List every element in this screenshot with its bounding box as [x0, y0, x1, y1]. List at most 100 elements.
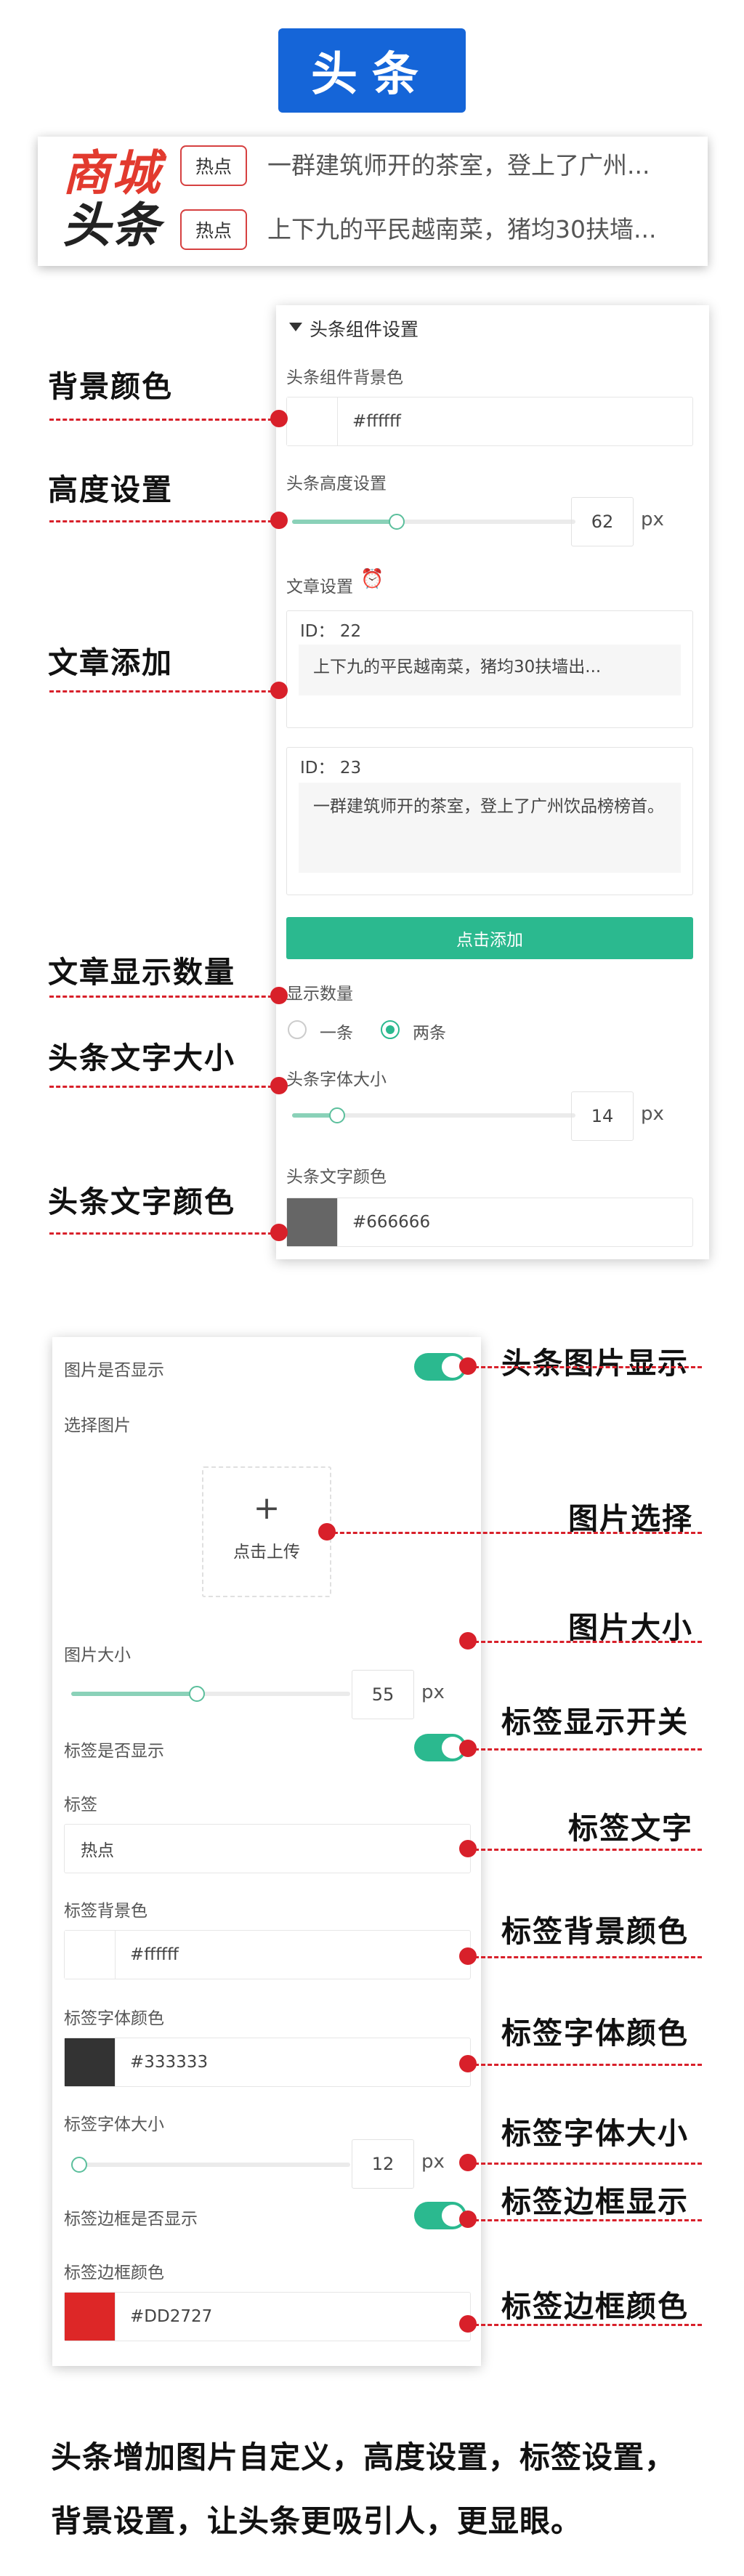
- font-size-input[interactable]: 14: [571, 1091, 634, 1141]
- annotation-dot: [270, 410, 288, 427]
- color-swatch[interactable]: [65, 1931, 116, 1979]
- slider-thumb[interactable]: [389, 514, 405, 530]
- annotation-label: 标签字体颜色: [501, 2016, 689, 2051]
- annotation-dot: [270, 682, 288, 699]
- hot-tag: 热点: [180, 209, 247, 250]
- annotation-label: 标签字体大小: [501, 2116, 689, 2151]
- radio-one[interactable]: [288, 1020, 307, 1039]
- annotation-line: [468, 1748, 702, 1751]
- annotation-line: [468, 1956, 702, 1958]
- image-select-label: 选择图片: [64, 1416, 131, 1435]
- annotation-label: 图片选择: [568, 1501, 693, 1536]
- annotation-line: [468, 2219, 702, 2221]
- caret-down-icon[interactable]: [289, 323, 302, 331]
- annotation-label: 标签文字: [568, 1811, 693, 1846]
- plus-icon: +: [253, 1490, 280, 1527]
- section-title[interactable]: 头条组件设置: [310, 319, 419, 340]
- tag-font-color-label: 标签字体颜色: [64, 2009, 164, 2028]
- article-id-label: ID：: [300, 622, 335, 641]
- annotation-line: [49, 1086, 279, 1088]
- height-label: 头条高度设置: [286, 475, 387, 493]
- annotation-line: [49, 996, 279, 998]
- tag-text-input[interactable]: 热点: [64, 1824, 471, 1873]
- annotation-dot: [270, 512, 288, 529]
- image-size-label: 图片大小: [64, 1646, 131, 1665]
- radio-two-label[interactable]: 两条: [413, 1024, 446, 1043]
- annotation-label: 标签背景颜色: [501, 1914, 689, 1949]
- image-tag-settings-panel: 图片是否显示 选择图片 + 点击上传 图片大小 55 px 标签是否显示 标签 …: [52, 1337, 481, 2366]
- annotation-dot: [270, 987, 288, 1004]
- headline-item-text[interactable]: 上下九的平民越南菜，猪均30扶墙...: [267, 215, 657, 243]
- annotation-label: 图片大小: [568, 1610, 693, 1645]
- radio-two[interactable]: [381, 1020, 400, 1039]
- bell-icon: ⏰: [360, 568, 384, 590]
- footer-line-2: 背景设置，让头条更吸引人，更显眼。: [51, 2503, 583, 2539]
- annotation-line: [49, 690, 279, 693]
- annotation-label: 标签边框颜色: [501, 2289, 689, 2324]
- slider-thumb[interactable]: [189, 1686, 205, 1702]
- annotation-label: 标签边框显示: [501, 2184, 689, 2219]
- annotation-dot: [270, 1077, 288, 1094]
- tag-font-size-input[interactable]: 12: [352, 2139, 414, 2189]
- image-size-slider[interactable]: [71, 1686, 350, 1702]
- color-swatch[interactable]: [65, 2293, 116, 2341]
- bg-color-field[interactable]: #ffffff: [286, 397, 693, 446]
- tag-border-show-toggle[interactable]: [414, 2202, 466, 2229]
- tag-bg-label: 标签背景色: [64, 1902, 147, 1921]
- article-id-label: ID：: [300, 759, 335, 778]
- tag-bg-color-field[interactable]: #ffffff: [64, 1930, 471, 1979]
- annotation-label: 文章显示数量: [48, 955, 235, 990]
- tag-font-color-field[interactable]: #333333: [64, 2038, 471, 2087]
- color-value: #ffffff: [130, 1945, 179, 1964]
- tag-show-toggle[interactable]: [414, 1734, 466, 1761]
- logo-line-1: 商城: [62, 145, 161, 201]
- text-color-field[interactable]: #666666: [286, 1198, 693, 1247]
- color-swatch[interactable]: [287, 1198, 338, 1246]
- annotation-line: [49, 520, 279, 522]
- slider-fill: [292, 520, 397, 524]
- font-size-slider[interactable]: [292, 1107, 575, 1123]
- add-article-button[interactable]: 点击添加: [286, 917, 693, 959]
- unit-label: px: [641, 509, 664, 530]
- color-swatch[interactable]: [287, 397, 338, 445]
- slider-fill: [292, 1113, 337, 1118]
- color-value: #666666: [352, 1213, 431, 1232]
- article-label: 文章设置: [286, 578, 353, 597]
- color-value: #DD2727: [130, 2307, 213, 2326]
- upload-text: 点击上传: [233, 1543, 300, 1562]
- unit-label: px: [421, 1681, 445, 1703]
- page-title-banner: 头条: [278, 28, 466, 113]
- image-show-toggle[interactable]: [414, 1353, 466, 1381]
- headline-demo-card: 商城 头条 热点 一群建筑师开的茶室，登上了广州... 热点 上下九的平民越南菜…: [38, 137, 708, 266]
- slider-thumb[interactable]: [329, 1107, 345, 1123]
- font-size-label: 头条字体大小: [286, 1070, 387, 1089]
- annotation-line: [468, 1849, 702, 1851]
- slider-thumb[interactable]: [71, 2157, 87, 2173]
- tag-border-color-field[interactable]: #DD2727: [64, 2292, 471, 2341]
- article-id: 23: [339, 759, 362, 778]
- height-input[interactable]: 62: [571, 497, 634, 546]
- annotation-line: [468, 2163, 702, 2165]
- height-slider[interactable]: [292, 514, 575, 530]
- color-swatch[interactable]: [65, 2038, 116, 2086]
- slider-fill: [71, 1692, 197, 1696]
- article-item[interactable]: ID： 23 一群建筑师开的茶室，登上了广州饮品榜榜首。: [286, 747, 693, 895]
- tag-font-size-slider[interactable]: [71, 2157, 350, 2173]
- image-size-input[interactable]: 55: [352, 1670, 414, 1719]
- headline-settings-panel: 头条组件设置 头条组件背景色 #ffffff 头条高度设置 62 px 文章设置…: [276, 305, 709, 1259]
- tag-border-show-label: 标签边框是否显示: [64, 2210, 198, 2229]
- radio-one-label[interactable]: 一条: [320, 1024, 353, 1043]
- annotation-line: [49, 419, 279, 421]
- article-item[interactable]: ID： 22 上下九的平民越南菜，猪均30扶墙出...: [286, 610, 693, 728]
- tag-font-size-label: 标签字体大小: [64, 2115, 164, 2134]
- annotation-line: [468, 1641, 702, 1643]
- annotation-label: 头条文字颜色: [48, 1184, 235, 1219]
- tag-show-label: 标签是否显示: [64, 1742, 164, 1761]
- text-color-label: 头条文字颜色: [286, 1168, 387, 1187]
- count-label: 显示数量: [286, 985, 353, 1004]
- bg-color-label: 头条组件背景色: [286, 368, 403, 387]
- headline-item-text[interactable]: 一群建筑师开的茶室，登上了广州...: [267, 151, 650, 179]
- annotation-label: 背景颜色: [48, 369, 173, 404]
- annotation-label: 高度设置: [48, 472, 173, 507]
- upload-box[interactable]: + 点击上传: [202, 1466, 331, 1597]
